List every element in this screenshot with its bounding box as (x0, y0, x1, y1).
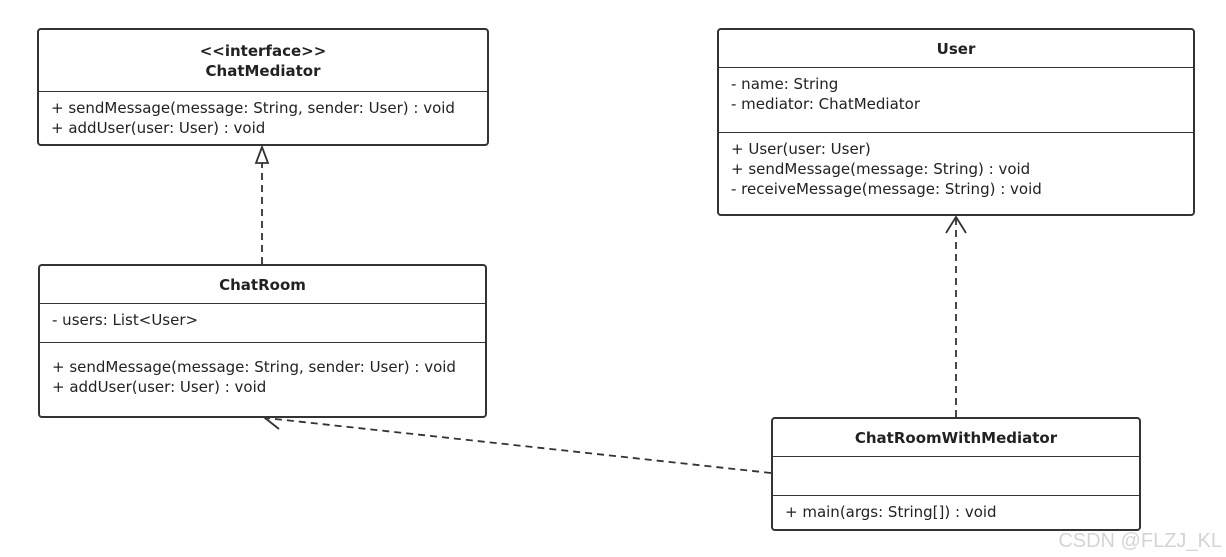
methods-section: + sendMessage(message: String, sender: U… (40, 342, 485, 403)
class-chatmediator[interactable]: <<interface>> ChatMediator + sendMessage… (37, 28, 489, 146)
dependency-arrowhead-user (945, 215, 967, 234)
class-chatroom[interactable]: ChatRoom - users: List<User> + sendMessa… (38, 264, 487, 418)
realization-arrowhead (254, 144, 270, 164)
class-user[interactable]: User - name: String - mediator: ChatMedi… (717, 28, 1195, 216)
class-header: User (719, 30, 1193, 68)
method-item: + addUser(user: User) : void (51, 119, 266, 137)
method-item: + main(args: String[]) : void (785, 503, 997, 521)
methods-section: + main(args: String[]) : void (773, 495, 1139, 528)
attribute-item: - name: String (731, 75, 839, 93)
class-name: ChatRoom (219, 275, 306, 294)
methods-section: + User(user: User) + sendMessage(message… (719, 132, 1193, 205)
attribute-item: - users: List<User> (52, 311, 199, 329)
attributes-section: - users: List<User> (40, 304, 485, 342)
class-name: User (936, 39, 976, 58)
class-chatroomwithmediator[interactable]: ChatRoomWithMediator + main(args: String… (771, 417, 1141, 531)
class-header: ChatRoomWithMediator (773, 419, 1139, 457)
class-name: ChatRoomWithMediator (854, 428, 1058, 447)
dependency-line-chatroom (265, 417, 772, 474)
attributes-section: - name: String - mediator: ChatMediator (719, 68, 1193, 132)
method-item: + addUser(user: User) : void (52, 378, 267, 396)
stereotype-label: <<interface>> (199, 41, 327, 60)
class-name: ChatMediator (205, 61, 321, 80)
method-item: + User(user: User) (731, 140, 871, 158)
method-item: + sendMessage(message: String, sender: U… (51, 99, 455, 117)
attributes-section (773, 457, 1139, 495)
method-item: + sendMessage(message: String, sender: U… (52, 358, 456, 376)
watermark: CSDN @FLZJ_KL (1058, 530, 1222, 552)
method-item: - receiveMessage(message: String) : void (731, 180, 1042, 198)
methods-section: + sendMessage(message: String, sender: U… (39, 92, 487, 144)
attribute-item: - mediator: ChatMediator (731, 95, 921, 113)
method-item: + sendMessage(message: String) : void (731, 160, 1031, 178)
class-header: ChatRoom (40, 266, 485, 304)
class-header: <<interface>> ChatMediator (39, 30, 487, 92)
